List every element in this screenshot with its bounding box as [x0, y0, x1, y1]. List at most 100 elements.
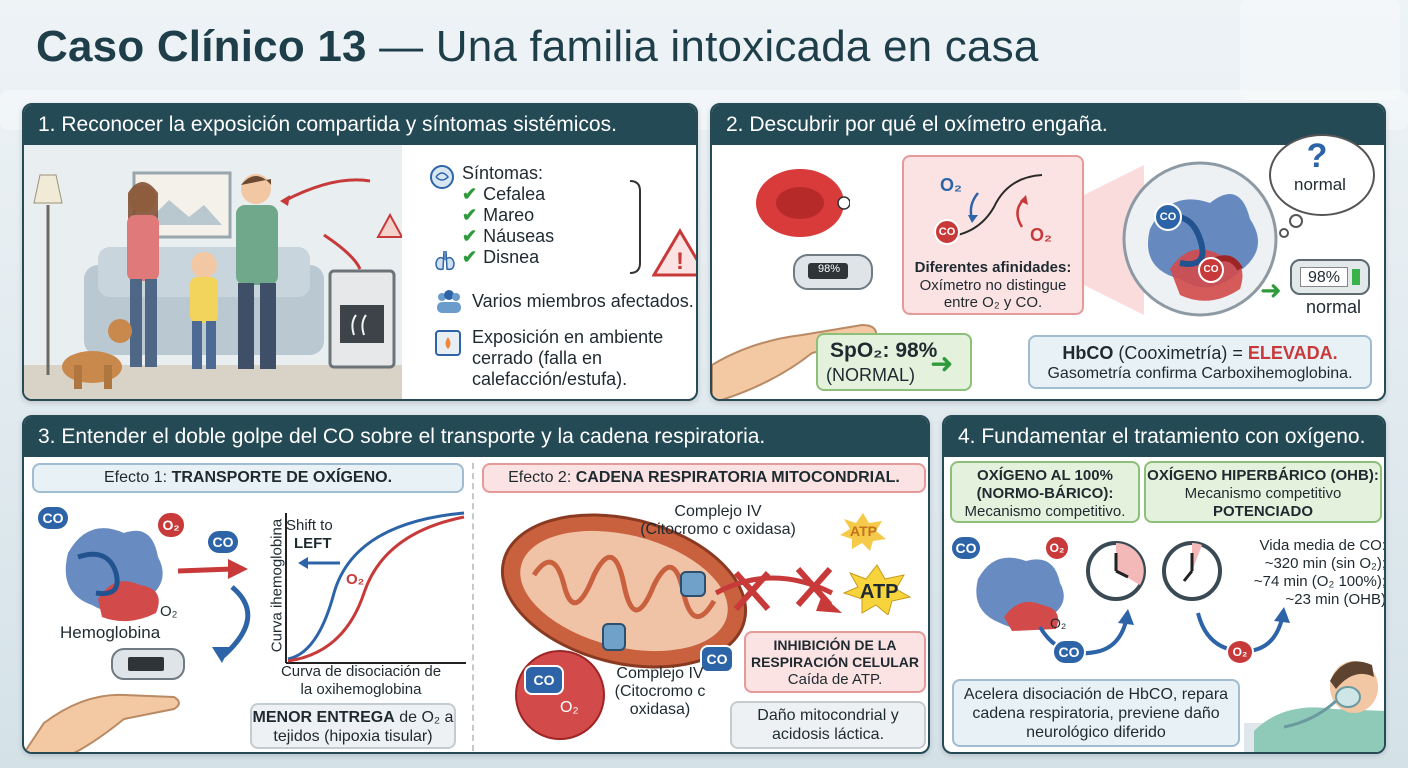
- hemoglobin-molecule: [976, 557, 1064, 631]
- brain-icon: [428, 163, 456, 189]
- hbco-confirm: Gasometría confirma Carboxihemoglobina.: [1047, 365, 1353, 382]
- co-badge: CO: [934, 219, 960, 245]
- o2-badge: O₂: [1044, 535, 1070, 561]
- check-icon: ✔: [462, 226, 478, 246]
- o2-label: O₂: [560, 699, 579, 716]
- left-label: LEFT: [294, 535, 332, 552]
- clock-icon: [1162, 541, 1222, 601]
- co-badge: CO: [524, 665, 564, 695]
- symptom-item: ✔Disnea: [462, 247, 540, 267]
- monitor-value: 98%: [1300, 267, 1348, 287]
- panel-1-header: 1. Reconocer la exposición compartida y …: [24, 105, 696, 145]
- co-binding-arrows: [177, 559, 251, 663]
- hemoglobina-label: Hemoglobina: [60, 623, 161, 642]
- mitochondrion: [500, 513, 748, 669]
- affinity-text: Oxímetro no distingue entre O₂ y CO.: [919, 277, 1067, 311]
- exposure-text: Exposición en ambiente cerrado (falla en…: [472, 327, 664, 389]
- monitor-arrow-icon: ➜: [1260, 275, 1282, 305]
- damage-box: Daño mitocondrial y acidosis láctica.: [730, 701, 926, 749]
- thought-normal: normal: [1294, 175, 1346, 194]
- curve-o2-label: O₂: [346, 571, 365, 588]
- o2-badge: O₂: [1226, 639, 1254, 665]
- panel-treatment: 4. Fundamentar el tratamiento con oxígen…: [942, 415, 1386, 754]
- co-badge: CO: [1154, 203, 1182, 231]
- hbco-line: HbCO (Cooximetría) = ELEVADA.: [1062, 343, 1338, 363]
- co-badge: CO: [950, 535, 982, 561]
- spo2-note: (NORMAL): [826, 365, 915, 385]
- symptom-item: ✔Cefalea: [462, 184, 546, 204]
- normobaric-box: OXÍGENO AL 100% (NORMO-BÁRICO): Mecanism…: [950, 461, 1140, 523]
- members-text: Varios miembros afectados.: [472, 291, 694, 311]
- symptom-item: ✔Mareo: [462, 205, 535, 225]
- complex-iv-bottom-icon: [602, 623, 626, 651]
- green-arrow-icon: ➜: [930, 348, 954, 379]
- symptom-bracket: [629, 180, 641, 274]
- panel-exposure: 1. Reconocer la exposición compartida y …: [22, 103, 698, 401]
- o2-label: O₂: [160, 603, 178, 620]
- monitor-signal-bar: [1352, 269, 1360, 285]
- o2-badge: O₂: [156, 511, 186, 539]
- page-title: Caso Clínico 13 — Una familia intoxicada…: [36, 22, 1039, 71]
- oximeter-display: 98%: [817, 263, 841, 275]
- spo2-value: SpO₂: 98%: [830, 339, 938, 362]
- hand-oximeter-illustration: [24, 648, 185, 752]
- panel-2-header: 2. Descubrir por qué el oxímetro engaña.: [712, 105, 1384, 145]
- hbco-result-box: HbCO (Cooximetría) = ELEVADA. Gasometría…: [1028, 335, 1372, 389]
- complejo-top-label: Complejo IV (Citocromo c oxidasa): [640, 503, 796, 538]
- hemoglobin-zoom: [1122, 161, 1278, 317]
- hemoglobin-molecule: [65, 528, 163, 622]
- check-icon: ✔: [462, 184, 478, 204]
- question-icon: ?: [1306, 137, 1328, 175]
- complex-iv-top-icon: [680, 571, 706, 597]
- heater-icon: [434, 329, 462, 362]
- co-badge: CO: [36, 505, 70, 531]
- affinity-title: Diferentes afinidades:: [914, 259, 1072, 276]
- patient-oxygen-mask-illustration: [1244, 661, 1384, 752]
- atp-large-icon: [842, 564, 912, 615]
- lungs-icon: [432, 247, 458, 278]
- complejo-bottom-label: Complejo IV (Citocromo c oxidasa): [614, 665, 706, 718]
- thought-cloud: [1269, 134, 1375, 238]
- curve-caption: Curva de disociación de la oxihemoglobin…: [280, 663, 442, 698]
- curve-y-label: Curva ihemoglobina: [268, 518, 286, 653]
- inhibition-box: INHIBICIÓN DE LA RESPIRACIÓN CELULAR Caí…: [744, 631, 926, 693]
- panel-4-header: 4. Fundamentar el tratamiento con oxígen…: [944, 417, 1384, 457]
- blocked-flow-arrows: [714, 567, 842, 613]
- treatment-summary-box: Acelera disociación de HbCO, repara cade…: [952, 679, 1240, 747]
- divider: [472, 463, 474, 751]
- o2-label: O₂: [1050, 615, 1067, 631]
- panel-oximeter: 2. Descubrir por qué el oxímetro engaña.…: [710, 103, 1386, 401]
- half-life-block: Vida media de CO: ~320 min (sin O₂); ~74…: [1253, 537, 1386, 608]
- check-icon: ✔: [462, 247, 478, 267]
- affinity-box: O₂ CO O₂ Diferentes afinidades: Oxímetro…: [902, 155, 1084, 315]
- warning-icon: !: [651, 227, 696, 282]
- hyperbaric-box: OXÍGENO HIPERBÁRICO (OHB): Mecanismo com…: [1144, 461, 1382, 523]
- symptom-item: ✔Náuseas: [462, 226, 555, 246]
- atp-large-label: ATP: [860, 581, 899, 603]
- symptom-list: Síntomas: ✔Cefalea ✔Mareo ✔Náuseas ✔Disn…: [430, 163, 636, 268]
- group-icon: [434, 289, 464, 320]
- shift-label: Shift to: [286, 517, 333, 534]
- zoom-cone: [1084, 165, 1144, 315]
- atp-small-icon: [840, 513, 886, 551]
- check-icon: ✔: [462, 205, 478, 225]
- menor-entrega-box: MENOR ENTREGA de O₂ a tejidos (hipoxia t…: [250, 703, 456, 749]
- atp-small-label: ATP: [850, 523, 877, 539]
- o2-label: O₂: [1030, 225, 1052, 245]
- family-illustration: [24, 145, 402, 399]
- svg-text:!: !: [676, 248, 684, 275]
- spo2-callout: SpO₂: 98% (NORMAL) ➜: [816, 333, 972, 391]
- red-cell-co-icon: [515, 650, 605, 740]
- hbco-status: ELEVADA.: [1247, 343, 1338, 363]
- co-badge: CO: [700, 645, 734, 673]
- pulse-monitor: 98%: [1290, 259, 1370, 295]
- o2-label: O₂: [940, 175, 962, 195]
- effect-2-label: Efecto 2: CADENA RESPIRATORIA MITOCONDRI…: [482, 463, 926, 493]
- red-blood-cell-icon: [756, 169, 850, 237]
- dissociation-curve: [285, 511, 466, 664]
- co-release-arrow: [1038, 609, 1134, 656]
- affinity-curve: [943, 174, 1043, 238]
- co-badge: CO: [1198, 257, 1224, 283]
- co-badge: CO: [206, 529, 240, 555]
- normal-label: normal: [1306, 297, 1362, 317]
